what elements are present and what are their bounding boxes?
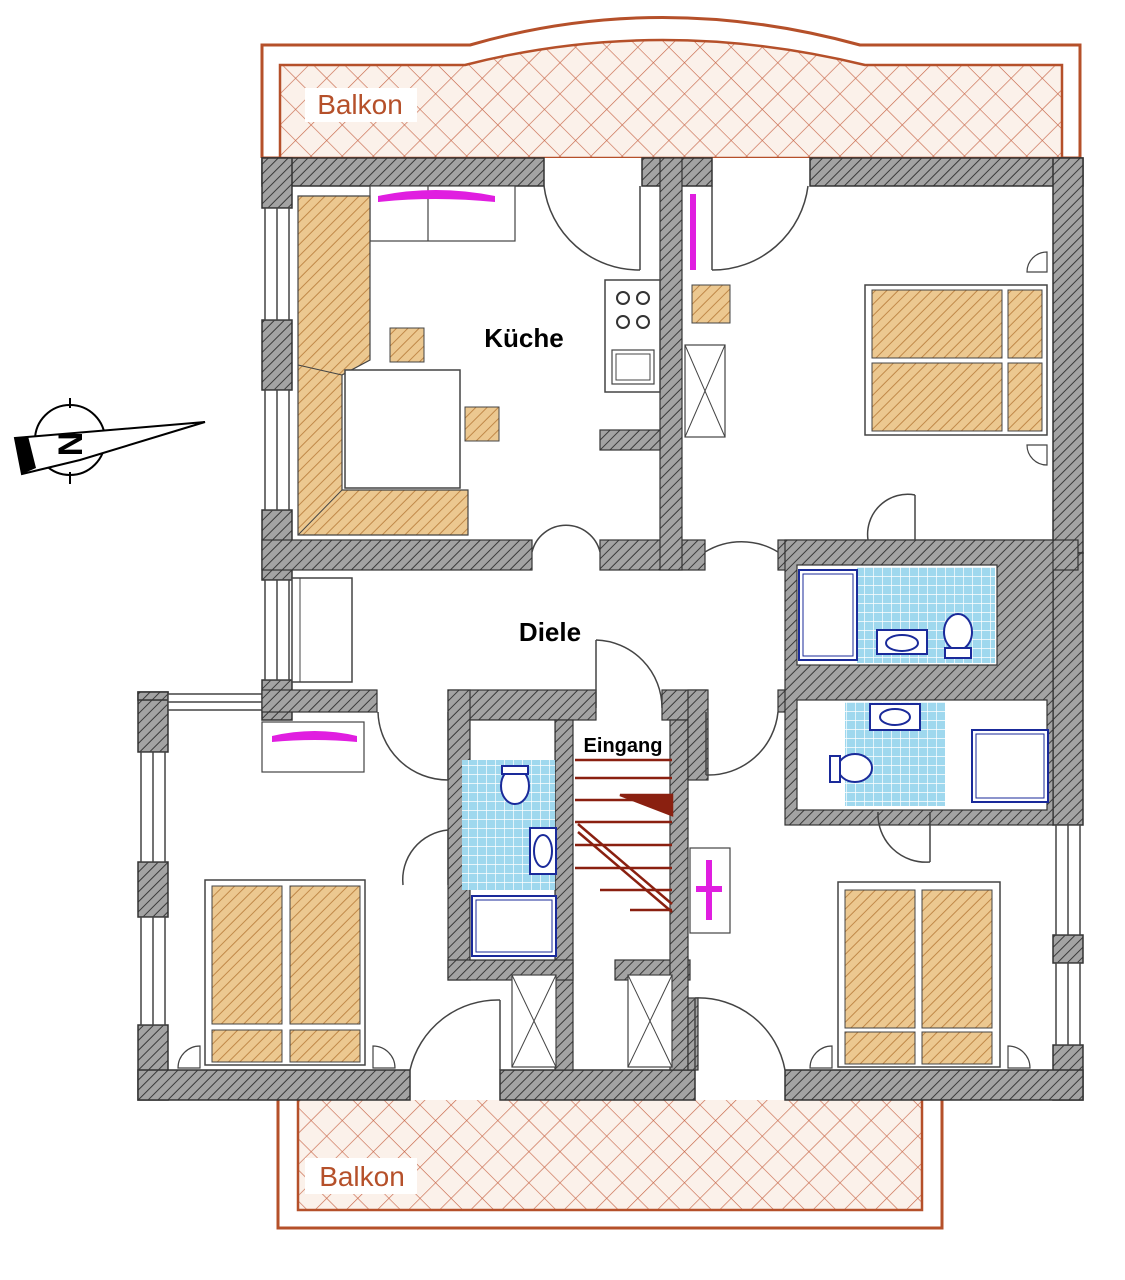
sanitary-fixtures <box>471 569 1049 957</box>
entrance-label: Eingang <box>584 735 663 757</box>
north-letter: N <box>52 432 90 457</box>
balcony-top-label: Balkon <box>317 89 403 120</box>
balcony-bottom <box>276 1096 944 1230</box>
doors <box>377 185 931 1071</box>
balcony-top <box>260 16 1082 160</box>
bedroom-furniture <box>177 251 1048 1069</box>
staircase <box>575 758 674 913</box>
north-arrow <box>13 398 206 484</box>
hall-label: Diele <box>519 617 581 647</box>
windows <box>140 207 1081 1046</box>
balcony-bottom-label: Balkon <box>319 1161 405 1192</box>
kitchen-label: Küche <box>484 323 563 353</box>
radiators <box>272 190 722 920</box>
kitchen-furniture <box>297 185 661 536</box>
